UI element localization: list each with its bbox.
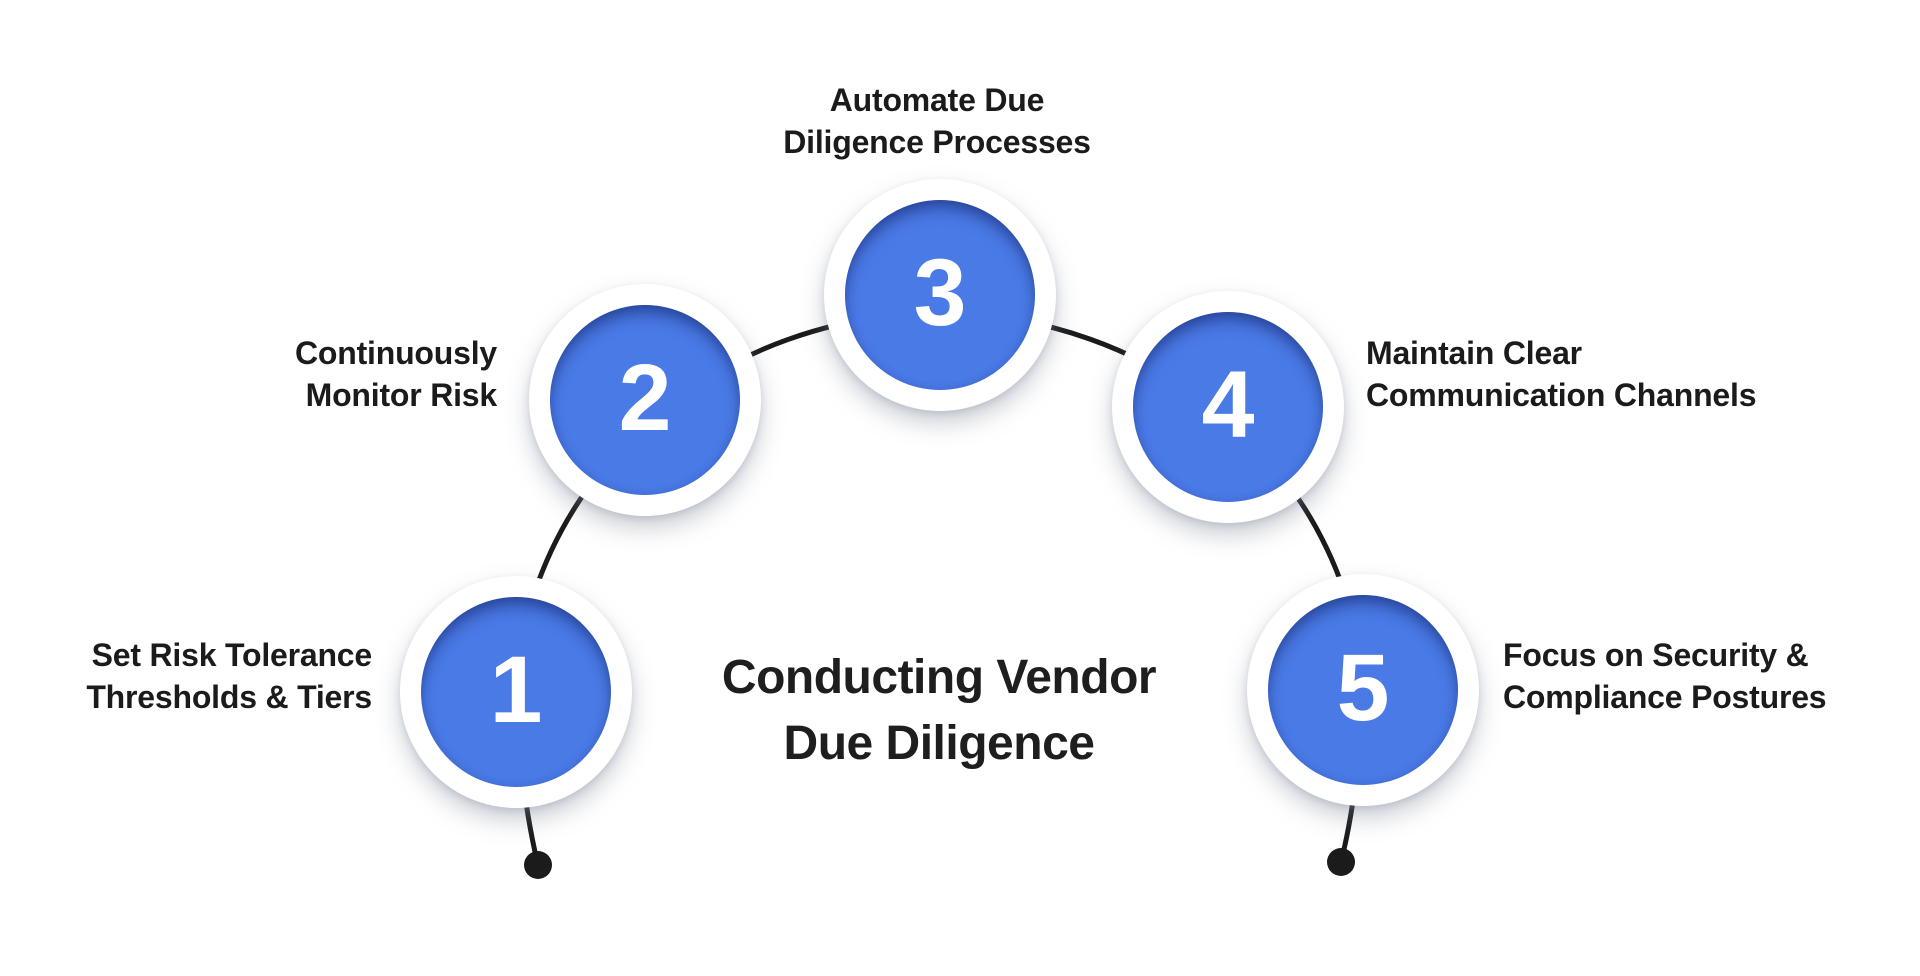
step-2-label-line-2: Monitor Risk xyxy=(305,377,498,413)
step-5-circle: 5 xyxy=(1247,574,1479,806)
right-end-dot xyxy=(1327,848,1355,876)
step-2-number: 2 xyxy=(618,344,672,451)
step-1-label-line-1: Set Risk Tolerance xyxy=(91,637,373,673)
step-1-label-line-2: Thresholds & Tiers xyxy=(86,679,372,715)
step-4-label-line-1: Maintain Clear xyxy=(1366,335,1582,371)
step-5-ring: 5 xyxy=(1247,574,1479,806)
step-1-bubble: 1 xyxy=(421,597,611,787)
diagram-title-line-2: Due Diligence xyxy=(783,717,1095,770)
step-5-number: 5 xyxy=(1336,634,1390,741)
step-5-label: Focus on Security & Compliance Postures xyxy=(1503,634,1827,718)
step-4-bubble: 4 xyxy=(1133,312,1323,502)
step-4-circle: 4 xyxy=(1112,291,1344,523)
step-3-circle: 3 xyxy=(824,179,1056,411)
step-1-ring: 1 xyxy=(400,576,632,808)
step-3-label: Automate Due Diligence Processes xyxy=(783,79,1091,163)
step-3-label-line-1: Automate Due xyxy=(829,82,1045,118)
step-4-label: Maintain Clear Communication Channels xyxy=(1366,332,1757,416)
step-2-label: Continuously Monitor Risk xyxy=(295,332,497,416)
step-3-ring: 3 xyxy=(824,179,1056,411)
step-4-ring: 4 xyxy=(1112,291,1344,523)
step-1-number: 1 xyxy=(489,636,543,743)
step-2-bubble: 2 xyxy=(550,305,740,495)
step-5-label-line-2: Compliance Postures xyxy=(1503,679,1827,715)
step-2-label-line-1: Continuously xyxy=(294,335,497,371)
step-5-bubble: 5 xyxy=(1268,595,1458,785)
step-4-label-line-2: Communication Channels xyxy=(1366,377,1757,413)
diagram-title-line-1: Conducting Vendor xyxy=(721,651,1157,704)
step-3-label-line-2: Diligence Processes xyxy=(783,124,1091,160)
step-2-circle: 2 xyxy=(529,284,761,516)
step-1-label: Set Risk Tolerance Thresholds & Tiers xyxy=(86,634,372,718)
step-5-label-line-1: Focus on Security & xyxy=(1503,637,1809,673)
step-2-ring: 2 xyxy=(529,284,761,516)
step-1-circle: 1 xyxy=(400,576,632,808)
step-3-number: 3 xyxy=(913,239,967,346)
diagram-title: Conducting Vendor Due Diligence xyxy=(721,645,1157,777)
step-3-bubble: 3 xyxy=(845,200,1035,390)
left-end-dot xyxy=(524,851,552,879)
step-4-number: 4 xyxy=(1201,351,1255,458)
